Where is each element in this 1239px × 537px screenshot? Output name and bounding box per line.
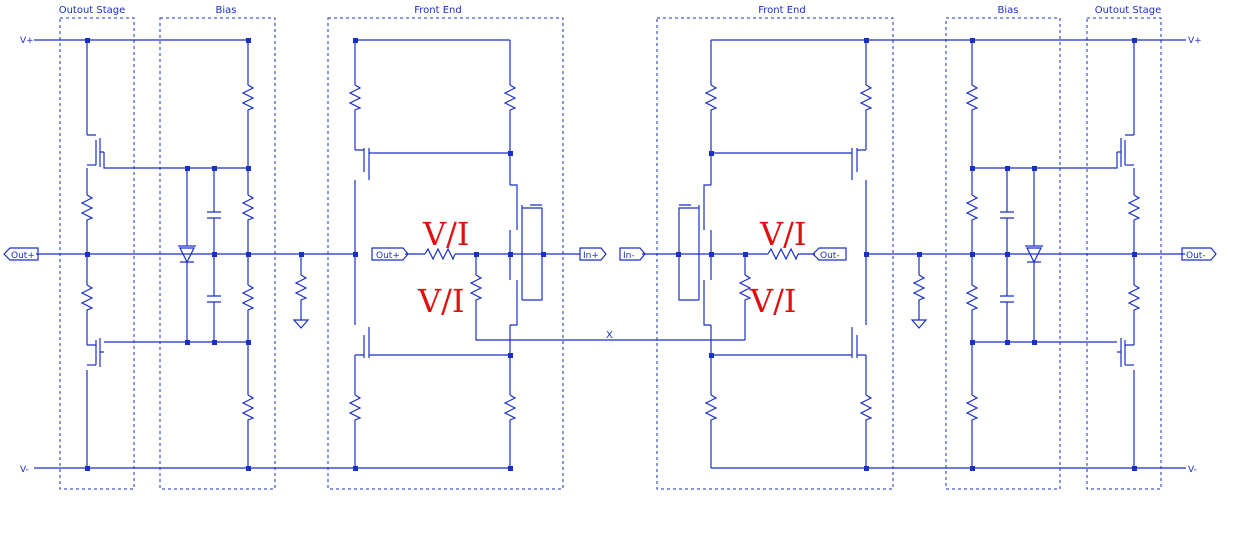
right-half-circuit — [642, 39, 1186, 469]
left-fb-port-label: Out+ — [376, 251, 400, 261]
right-in-port-label: In- — [623, 251, 635, 261]
right-bias-title: Bias — [998, 5, 1019, 16]
left-in-port-label: In+ — [583, 251, 599, 261]
junction-dots — [85, 38, 1137, 471]
right-in-flag — [619, 247, 646, 261]
rail-labels: V+ V- V+ V- — [20, 36, 1202, 475]
right-output-stage-title: Outout Stage — [1095, 5, 1162, 16]
section-titles: Outout Stage Bias Front End Front End Bi… — [59, 5, 1162, 16]
left-front-end-title: Front End — [414, 5, 461, 16]
left-fb-flag — [371, 247, 409, 261]
cross-label: X — [606, 330, 613, 341]
vminus-label-left: V- — [20, 465, 29, 475]
right-fb-flag — [812, 247, 847, 261]
vi-annotation-left-top: V/I — [422, 215, 470, 253]
left-bias-title: Bias — [216, 5, 237, 16]
right-out-flag — [1181, 247, 1217, 261]
right-fb-port-label: Out- — [820, 251, 840, 261]
left-out-flag — [3, 247, 39, 261]
vplus-label-right: V+ — [1188, 36, 1202, 46]
vminus-label-right: V- — [1188, 465, 1197, 475]
left-out-port-label: Out+ — [11, 251, 35, 261]
port-flags: Out+ Out+ In+ In- Out- Out- — [3, 247, 1217, 261]
left-in-flag — [579, 247, 607, 261]
vi-annotation-right-bottom: V/I — [749, 282, 797, 320]
vi-annotation-right-top: V/I — [759, 215, 807, 253]
right-front-end-title: Front End — [758, 5, 805, 16]
right-out-port-label: Out- — [1186, 251, 1206, 261]
vplus-label-left: V+ — [20, 36, 34, 46]
vi-annotations: V/I V/I V/I V/I — [417, 215, 807, 320]
vi-annotation-left-bottom: V/I — [417, 282, 465, 320]
left-output-stage-title: Outout Stage — [59, 5, 126, 16]
